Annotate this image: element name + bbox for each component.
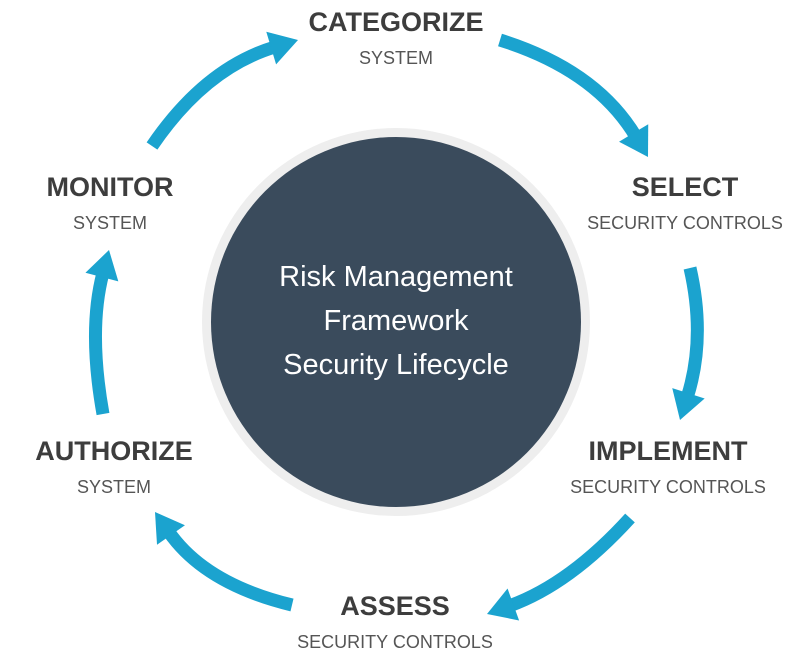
- step-title: IMPLEMENT: [588, 436, 748, 466]
- step-assess: ASSESS SECURITY CONTROLS: [285, 591, 505, 653]
- center-title-line: Framework: [323, 305, 469, 337]
- arrow-icon: [155, 512, 185, 545]
- step-title: ASSESS: [340, 591, 450, 621]
- cycle-arrows: [85, 31, 705, 621]
- step-subtitle: SECURITY CONTROLS: [570, 477, 766, 497]
- arrow-shaft: [88, 271, 110, 416]
- step-subtitle: SECURITY CONTROLS: [587, 213, 783, 233]
- center-title: Risk Management Framework Security Lifec…: [220, 255, 572, 387]
- step-select: SELECT SECURITY CONTROLS: [575, 172, 792, 234]
- step-title: CATEGORIZE: [308, 7, 484, 37]
- center-circle: [211, 137, 581, 507]
- step-title: AUTHORIZE: [35, 436, 193, 466]
- step-implement: IMPLEMENT SECURITY CONTROLS: [558, 436, 778, 498]
- arrow-icon: [619, 124, 649, 157]
- step-categorize: CATEGORIZE SYSTEM: [296, 7, 496, 69]
- arrow-shaft: [163, 527, 294, 612]
- arrow-shaft: [507, 513, 635, 612]
- step-subtitle: SYSTEM: [72, 213, 147, 233]
- center-title-line: Risk Management: [279, 261, 513, 293]
- step-title: MONITOR: [46, 172, 174, 202]
- arrow-icon: [487, 588, 520, 621]
- arrow-shaft: [498, 33, 642, 140]
- arrow-icon: [85, 250, 119, 282]
- arrow-icon: [672, 388, 705, 420]
- step-subtitle: SECURITY CONTROLS: [297, 632, 493, 652]
- center-title-line: Security Lifecycle: [283, 349, 509, 381]
- arrow-shaft: [681, 266, 704, 400]
- step-title: SELECT: [631, 172, 739, 202]
- step-authorize: AUTHORIZE SYSTEM: [29, 436, 199, 498]
- step-monitor: MONITOR SYSTEM: [30, 172, 190, 234]
- arrow-shaft: [146, 40, 277, 150]
- arrow-icon: [266, 31, 298, 65]
- step-subtitle: SYSTEM: [76, 477, 151, 497]
- step-subtitle: SYSTEM: [358, 48, 433, 68]
